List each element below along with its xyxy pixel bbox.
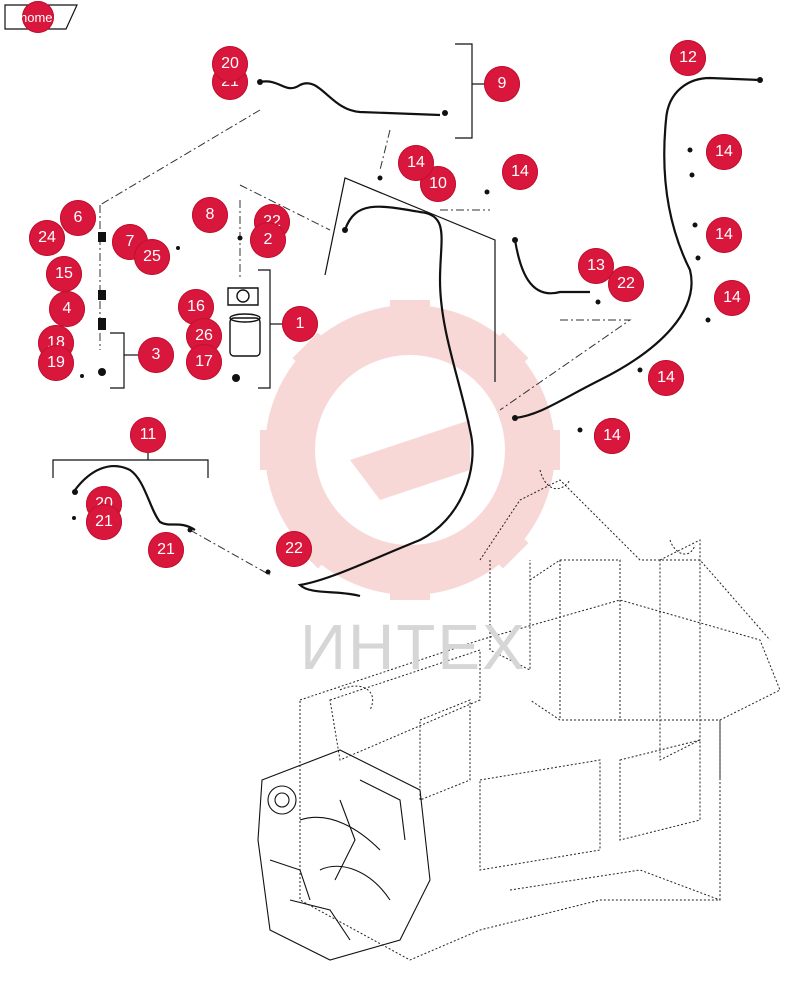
callout-1[interactable]: 1 — [282, 306, 318, 342]
callout-9[interactable]: 9 — [484, 66, 520, 102]
callout-14[interactable]: 14 — [398, 145, 434, 181]
home-button[interactable]: home — [4, 1, 78, 33]
fittings — [72, 77, 763, 575]
callout-10[interactable]: 10 — [420, 166, 456, 202]
callout-6[interactable]: 6 — [60, 200, 96, 236]
callout-22[interactable]: 22 — [276, 531, 312, 567]
callout-2[interactable]: 2 — [250, 222, 286, 258]
fuel-filter — [227, 287, 261, 357]
leader-lines — [99, 109, 632, 576]
callout-3[interactable]: 3 — [138, 337, 174, 373]
callout-14[interactable]: 14 — [648, 360, 684, 396]
engine — [257, 749, 431, 961]
callout-20[interactable]: 20 — [212, 46, 248, 82]
callout-15[interactable]: 15 — [46, 256, 82, 292]
hoses — [74, 76, 761, 598]
callout-14[interactable]: 14 — [502, 154, 538, 190]
callout-21[interactable]: 21 — [148, 532, 184, 568]
callout-25[interactable]: 25 — [134, 239, 170, 275]
callout-12[interactable]: 12 — [670, 40, 706, 76]
callout-22[interactable]: 22 — [608, 266, 644, 302]
home-label[interactable]: home — [20, 10, 53, 25]
callout-4[interactable]: 4 — [49, 291, 85, 327]
tractor-frame — [299, 469, 781, 961]
callout-14[interactable]: 14 — [594, 418, 630, 454]
callout-14[interactable]: 14 — [706, 217, 742, 253]
callout-14[interactable]: 14 — [706, 134, 742, 170]
callout-17[interactable]: 17 — [186, 344, 222, 380]
callout-14[interactable]: 14 — [714, 280, 750, 316]
callout-8[interactable]: 8 — [192, 197, 228, 233]
callout-24[interactable]: 24 — [29, 220, 65, 256]
callout-21[interactable]: 21 — [86, 504, 122, 540]
callout-19[interactable]: 19 — [38, 345, 74, 381]
group-brackets — [52, 43, 496, 478]
callout-11[interactable]: 11 — [130, 417, 166, 453]
home-badge — [22, 1, 54, 33]
watermark-text: ИНТЕХ — [300, 611, 527, 683]
